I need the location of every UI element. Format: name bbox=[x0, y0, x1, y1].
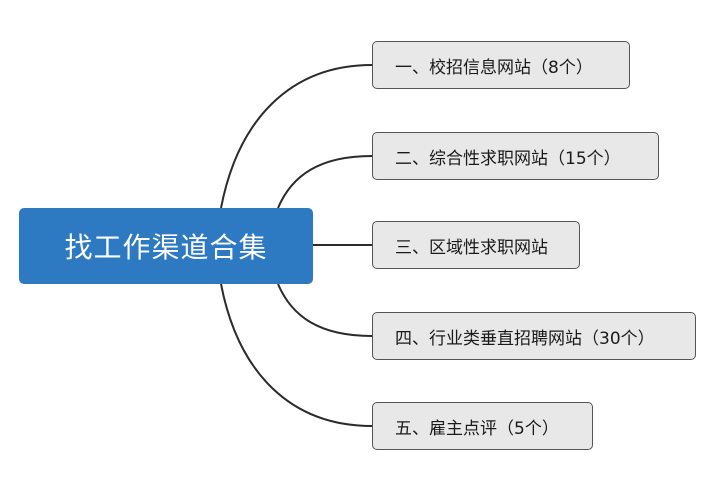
branch-topic-industry-vertical-sites[interactable]: 四、行业类垂直招聘网站（30个） bbox=[372, 312, 696, 360]
branch-topic-general-job-sites[interactable]: 二、综合性求职网站（15个） bbox=[372, 132, 659, 180]
connector-branch-2 bbox=[277, 155, 373, 209]
branch-topic-label: 五、雇主点评（5个） bbox=[395, 418, 559, 439]
branch-topic-campus-recruitment[interactable]: 一、校招信息网站（8个） bbox=[372, 41, 630, 89]
branch-topic-regional-job-sites[interactable]: 三、区域性求职网站 bbox=[372, 221, 580, 269]
connector-branch-1 bbox=[220, 64, 373, 209]
branch-topic-label: 二、综合性求职网站（15个） bbox=[395, 148, 621, 169]
branch-topic-label: 三、区域性求职网站 bbox=[395, 237, 548, 258]
branch-topic-label: 一、校招信息网站（8个） bbox=[395, 57, 593, 78]
root-topic[interactable]: 找工作渠道合集 bbox=[19, 208, 313, 284]
branch-topic-employer-reviews[interactable]: 五、雇主点评（5个） bbox=[372, 402, 593, 450]
branch-topic-label: 四、行业类垂直招聘网站（30个） bbox=[395, 328, 655, 349]
connector-branch-4 bbox=[277, 283, 373, 337]
root-topic-label: 找工作渠道合集 bbox=[64, 231, 268, 264]
connector-branch-5 bbox=[220, 283, 373, 427]
